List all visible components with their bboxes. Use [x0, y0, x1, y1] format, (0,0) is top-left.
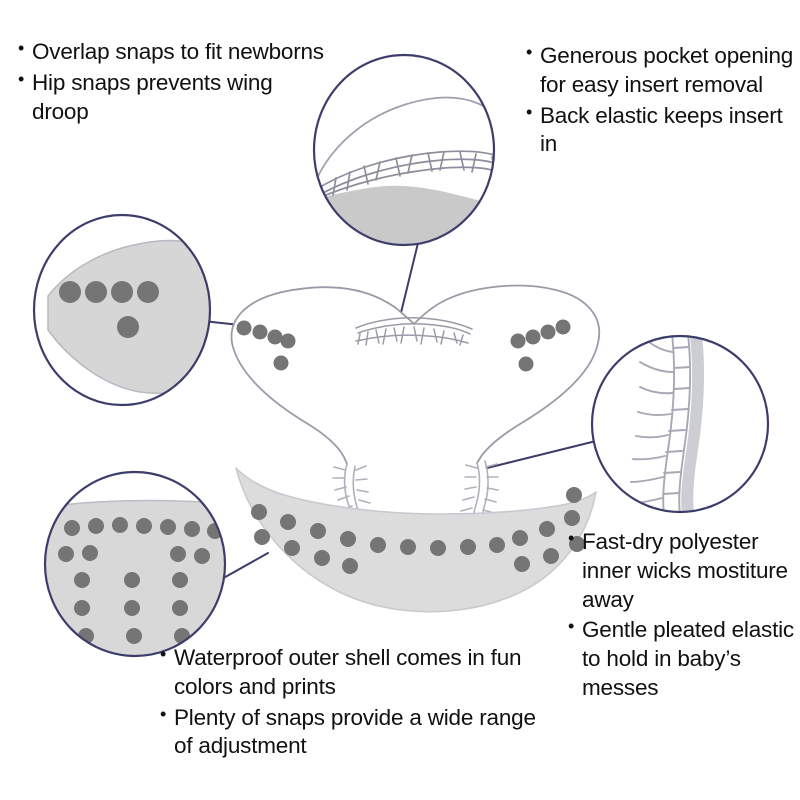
leader-line-pocket — [397, 242, 419, 326]
snap — [74, 572, 90, 588]
snap — [251, 504, 267, 520]
snap — [370, 537, 386, 553]
callout-snap-grid[interactable] — [40, 470, 230, 660]
snap — [59, 281, 81, 303]
snap — [460, 539, 476, 555]
snap — [540, 324, 556, 340]
annotation-item: Fast-dry polyester inner wicks mostiture… — [566, 527, 800, 614]
snap — [64, 520, 80, 536]
snap — [430, 540, 446, 556]
diaper-body — [230, 284, 601, 613]
annotation-item: Overlap snaps to fit newborns — [16, 37, 334, 67]
front-panel — [235, 467, 597, 613]
snap — [518, 356, 534, 372]
back-elastic-stitching — [355, 317, 473, 346]
annotation-item: Hip snaps prevents wing droop — [16, 68, 334, 127]
snap — [564, 510, 580, 526]
annotation-item: Waterproof outer shell comes in fun colo… — [158, 643, 556, 702]
snap — [184, 521, 200, 537]
snap — [525, 329, 541, 345]
front-panel-snaps — [251, 487, 585, 574]
snap — [514, 556, 530, 572]
snap — [170, 546, 186, 562]
snap — [340, 531, 356, 547]
snap — [555, 319, 571, 335]
snap — [342, 558, 358, 574]
snap — [254, 529, 270, 545]
snap — [194, 548, 210, 564]
snap — [512, 530, 528, 546]
left-wing-snaps — [236, 320, 296, 371]
snap — [126, 628, 142, 644]
snap — [82, 545, 98, 561]
snap — [58, 546, 74, 562]
annotation-item: Plenty of snaps provide a wide range of … — [158, 703, 556, 762]
right-wing-snaps — [510, 319, 571, 372]
snap — [400, 539, 416, 555]
snap — [236, 320, 252, 336]
snap — [280, 333, 296, 349]
snap — [314, 550, 330, 566]
snap — [510, 333, 526, 349]
snap — [136, 518, 152, 534]
snap — [172, 600, 188, 616]
back-wings-outline — [230, 284, 601, 465]
callout-ring-pocket-opening — [312, 53, 496, 247]
callout-pocket-opening[interactable] — [308, 50, 502, 252]
callout-hip-snaps[interactable] — [30, 210, 220, 410]
annotation-bottom-middle: Waterproof outer shell comes in fun colo… — [158, 643, 556, 763]
snap — [539, 521, 555, 537]
snap — [124, 572, 140, 588]
snap — [160, 519, 176, 535]
snap — [252, 324, 268, 340]
snap — [111, 281, 133, 303]
snap — [172, 572, 188, 588]
annotation-bottom-right: Fast-dry polyester inner wicks mostiture… — [566, 527, 800, 705]
snap — [85, 281, 107, 303]
leader-line-elastic — [486, 440, 597, 469]
snap — [74, 600, 90, 616]
annotation-top-right: Generous pocket opening for easy insert … — [524, 41, 796, 161]
snap — [489, 537, 505, 553]
snap — [267, 329, 283, 345]
callout-ring-snap-grid — [43, 470, 227, 658]
callout-ring-hip-snaps — [32, 213, 212, 407]
snap — [112, 517, 128, 533]
callout-ring-pleated-elastic — [590, 334, 770, 514]
snap — [117, 316, 139, 338]
callout-pleated-elastic[interactable] — [590, 334, 772, 516]
snap — [310, 523, 326, 539]
snap — [566, 487, 582, 503]
annotation-top-left: Overlap snaps to fit newborns Hip snaps … — [16, 37, 334, 128]
snap — [124, 600, 140, 616]
annotation-item: Gentle pleated elastic to hold in baby’s… — [566, 615, 800, 702]
snap — [284, 540, 300, 556]
snap — [273, 355, 289, 371]
annotation-item: Generous pocket opening for easy insert … — [524, 41, 796, 100]
snap — [280, 514, 296, 530]
snap — [543, 548, 559, 564]
snap — [88, 518, 104, 534]
snap — [137, 281, 159, 303]
annotation-item: Back elastic keeps insert in — [524, 101, 796, 160]
